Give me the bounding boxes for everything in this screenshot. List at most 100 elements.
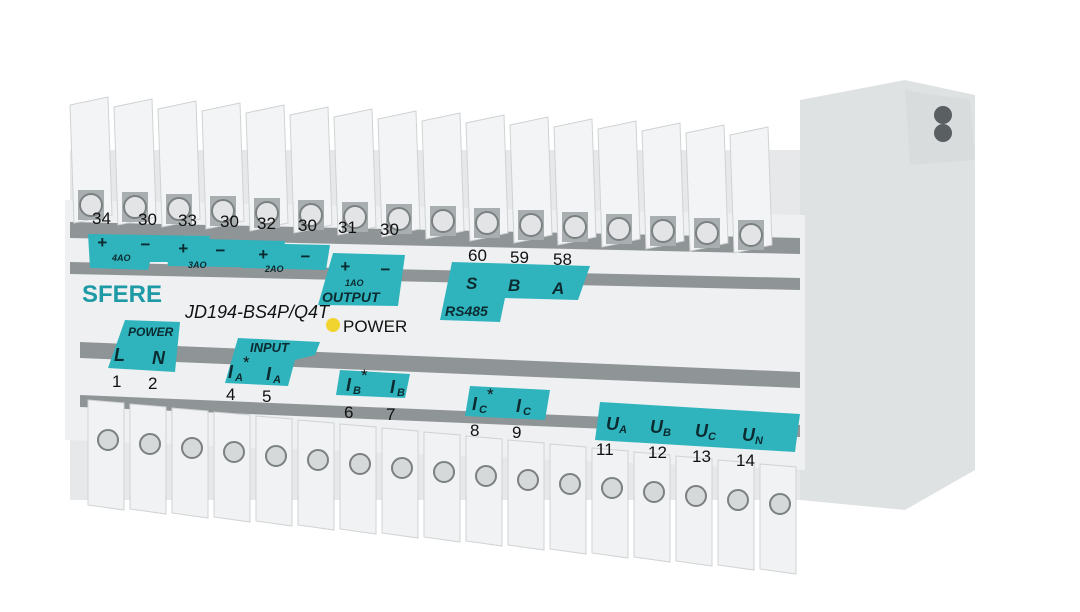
terminal-mark-subscript: B bbox=[353, 385, 361, 397]
terminal-mark: I bbox=[516, 396, 522, 416]
terminal-mark-subscript: C bbox=[708, 431, 717, 443]
terminal-mark: − bbox=[140, 235, 150, 254]
terminal-mark: U bbox=[742, 425, 756, 445]
terminal-number: 30 bbox=[220, 212, 239, 231]
terminal-screw-icon bbox=[739, 223, 763, 247]
mount-hole-icon bbox=[934, 106, 952, 124]
terminal-mark-subscript: N bbox=[755, 435, 764, 447]
terminal-screw-icon bbox=[181, 437, 203, 459]
terminal-fin bbox=[297, 419, 335, 531]
terminal-number: 4 bbox=[226, 385, 235, 404]
terminal-number: 34 bbox=[92, 209, 111, 228]
terminal-screw-icon bbox=[211, 199, 235, 223]
terminal-screw-icon bbox=[431, 209, 455, 233]
terminal-mark: + bbox=[340, 257, 350, 276]
label-block-input-b bbox=[336, 370, 410, 398]
polarity-star: * bbox=[487, 385, 494, 404]
terminal-fin bbox=[171, 407, 209, 519]
terminal-number: 6 bbox=[344, 403, 353, 422]
terminal-number: 13 bbox=[692, 447, 711, 466]
power-indicator-label: POWER bbox=[343, 317, 407, 336]
power-led-icon bbox=[326, 318, 340, 332]
terminal-screw-icon bbox=[167, 197, 191, 221]
terminal-screw-icon bbox=[727, 489, 749, 511]
polarity-star: * bbox=[361, 366, 368, 385]
terminal-mark: + bbox=[258, 245, 268, 264]
label-block-voltage bbox=[595, 402, 800, 452]
terminal-number: 31 bbox=[338, 218, 357, 237]
terminal-screw-icon bbox=[123, 195, 147, 219]
terminal-screw-icon bbox=[601, 477, 623, 499]
terminal-fin bbox=[423, 431, 461, 543]
terminal-number: 14 bbox=[736, 451, 755, 470]
label-block-rs485 bbox=[440, 262, 590, 322]
model-number: JD194-BS4P/Q4T bbox=[184, 302, 331, 322]
label-block-power bbox=[108, 320, 180, 372]
terminal-mark: + bbox=[97, 233, 107, 252]
terminal-fin bbox=[759, 463, 797, 575]
terminal-mark: U bbox=[606, 414, 620, 434]
terminal-mark: I bbox=[472, 394, 478, 414]
terminal-mark: L bbox=[114, 345, 125, 365]
terminal-mark: I bbox=[228, 362, 234, 382]
top-terminal-block bbox=[69, 96, 773, 254]
terminal-fin bbox=[381, 427, 419, 539]
terminal-screw-icon bbox=[265, 445, 287, 467]
terminal-mark: − bbox=[215, 241, 225, 260]
terminal-number: 58 bbox=[553, 250, 572, 269]
terminal-screw-icon bbox=[139, 433, 161, 455]
terminal-fin bbox=[255, 415, 293, 527]
brand-logo: SFERE bbox=[82, 281, 162, 308]
label-block-input-a bbox=[225, 338, 320, 386]
terminal-fin bbox=[87, 399, 125, 511]
group-label-4ao: 4AO bbox=[111, 253, 131, 263]
terminal-number: 33 bbox=[178, 211, 197, 230]
bottom-terminal-block bbox=[87, 399, 797, 575]
terminal-number: 9 bbox=[512, 423, 521, 442]
terminal-fin bbox=[507, 439, 545, 551]
terminal-fin bbox=[591, 447, 629, 559]
polarity-star: * bbox=[243, 353, 250, 372]
terminal-fin bbox=[717, 459, 755, 571]
terminal-screw-icon bbox=[79, 193, 103, 217]
label-block-1ao bbox=[318, 253, 405, 306]
terminal-mark: A bbox=[551, 279, 564, 298]
terminal-number: 11 bbox=[596, 440, 614, 459]
terminal-screw-icon bbox=[769, 493, 791, 515]
mount-hole-icon bbox=[934, 124, 952, 142]
terminal-number: 59 bbox=[510, 248, 529, 267]
terminal-mark: N bbox=[152, 348, 166, 368]
label-block-2ao bbox=[242, 243, 330, 270]
terminal-screw-icon bbox=[563, 215, 587, 239]
terminal-mark: I bbox=[266, 364, 272, 384]
terminal-screw-icon bbox=[559, 473, 581, 495]
terminal-number: 1 bbox=[112, 372, 121, 391]
terminal-fin bbox=[633, 451, 671, 563]
terminal-screw-icon bbox=[97, 429, 119, 451]
terminal-screw-icon bbox=[255, 201, 279, 225]
terminal-mark: I bbox=[390, 377, 396, 397]
terminal-mark: − bbox=[380, 260, 390, 279]
terminal-fin bbox=[465, 435, 503, 547]
housing-side bbox=[800, 80, 975, 510]
terminal-screw-icon bbox=[695, 221, 719, 245]
terminal-number: 5 bbox=[262, 387, 271, 406]
group-label-rs485: RS485 bbox=[445, 303, 488, 319]
terminal-screw-icon bbox=[519, 213, 543, 237]
terminal-mark-subscript: A bbox=[618, 424, 627, 436]
terminal-screw-icon bbox=[223, 441, 245, 463]
terminal-number: 8 bbox=[470, 421, 479, 440]
terminal-screw-icon bbox=[391, 457, 413, 479]
terminal-number: 60 bbox=[468, 246, 487, 265]
terminal-screw-icon bbox=[475, 211, 499, 235]
terminal-number: 30 bbox=[380, 220, 399, 239]
terminal-fin bbox=[213, 411, 251, 523]
terminal-mark: U bbox=[650, 417, 664, 437]
terminal-mark-subscript: A bbox=[272, 374, 281, 386]
terminal-number: 30 bbox=[298, 216, 317, 235]
group-label-2ao: 2AO bbox=[264, 264, 284, 274]
label-block-input-c bbox=[465, 386, 550, 420]
terminal-mark: + bbox=[178, 239, 188, 258]
stripe bbox=[70, 262, 800, 290]
terminal-screw-icon bbox=[517, 469, 539, 491]
